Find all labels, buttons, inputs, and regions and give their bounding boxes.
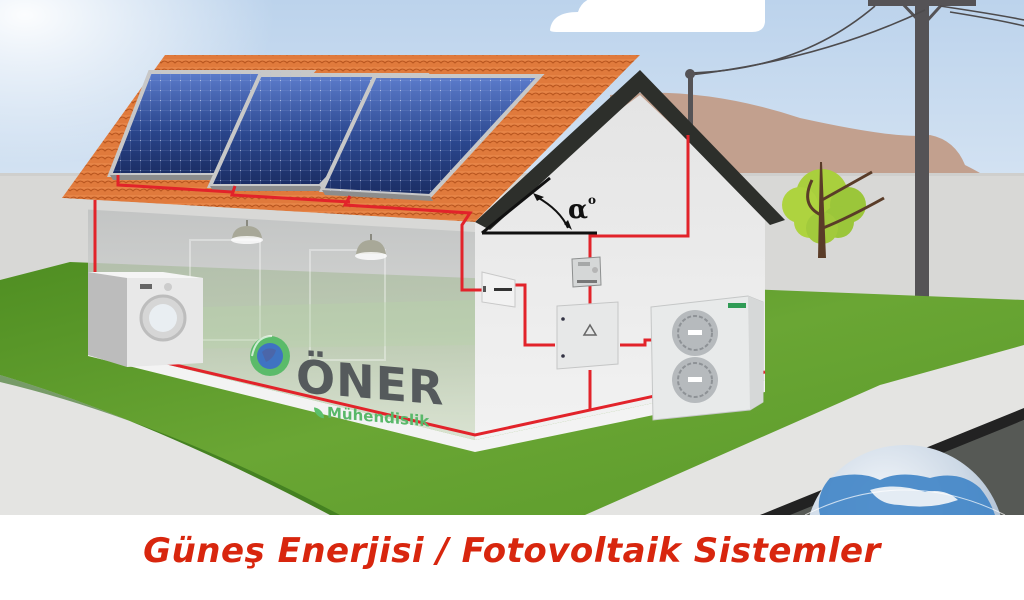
- washing-machine-icon: [88, 272, 203, 367]
- house-base: [88, 345, 765, 452]
- brand-logo-icon: [250, 335, 290, 376]
- scene-illustration: [0, 0, 1024, 515]
- lamp-icon: [355, 234, 387, 260]
- outdoor-unit-icon: [650, 295, 764, 421]
- meter-icon: [571, 256, 602, 288]
- angle-indicator-icon: [481, 176, 597, 235]
- brand-label: [728, 303, 746, 308]
- solar-panel-icon: [318, 74, 545, 201]
- globe-icon: [804, 445, 1006, 515]
- cloud-icon: [550, 0, 765, 32]
- roof-soffit: [62, 198, 475, 232]
- leaf-icon: [314, 407, 324, 419]
- lamp-icon: [231, 220, 263, 244]
- brand-watermark: ÖNER Mühendislik: [252, 335, 452, 457]
- caption-bar: Güneş Enerjisi / Fotovoltaik Sistemler: [0, 515, 1024, 600]
- angle-label: αo: [568, 193, 596, 225]
- electrical-panel-icon: [556, 301, 619, 370]
- caption-title: Güneş Enerjisi / Fotovoltaik Sistemler: [143, 530, 881, 571]
- utility-pole-icon: [685, 0, 1024, 300]
- inverter-icon: [481, 271, 516, 308]
- tree-icon: [782, 162, 885, 258]
- angle-unit: o: [588, 193, 597, 207]
- angle-symbol: α: [568, 195, 589, 225]
